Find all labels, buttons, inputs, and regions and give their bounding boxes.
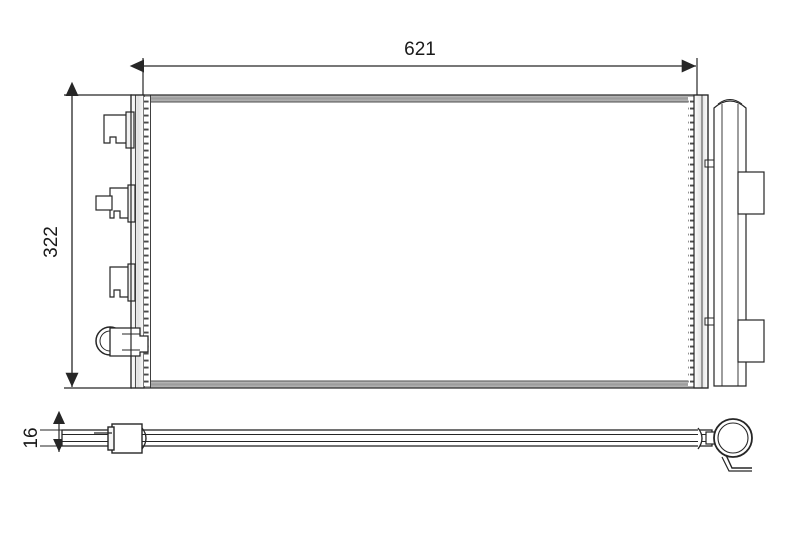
front-view xyxy=(95,94,765,389)
side-ring-fitting xyxy=(697,418,753,472)
lower-right-bracket xyxy=(737,319,765,363)
right-tank-body xyxy=(693,94,709,389)
core-bottom-header xyxy=(142,380,696,389)
side-ring-fitting-neck xyxy=(697,427,703,450)
core-background xyxy=(141,95,697,388)
inlet-port-ring xyxy=(95,326,149,357)
upper-left-bracket-body xyxy=(103,114,129,144)
upper-right-bracket xyxy=(737,171,765,215)
depth-dimension-label: 16 xyxy=(21,427,42,448)
upper-left-bracket-neck xyxy=(125,111,135,149)
upper-left-bracket xyxy=(103,111,135,149)
inlet-port-body xyxy=(109,327,149,357)
lower-mid-left-bracket-body xyxy=(109,266,131,298)
right-tank-clip-upper xyxy=(704,159,715,168)
width-dimension-label: 621 xyxy=(404,39,436,60)
side-block-fitting-curve xyxy=(141,427,147,450)
width-dimension xyxy=(129,58,698,100)
height-dimension xyxy=(64,81,132,389)
side-block-fitting-body xyxy=(111,423,143,454)
side-view-profile-bar xyxy=(61,429,713,447)
receiver-drier-cap xyxy=(717,99,743,105)
tube-core xyxy=(158,101,683,382)
mid-left-bracket-tab xyxy=(95,195,113,211)
side-view xyxy=(61,418,753,472)
side-ring-fitting-tail xyxy=(725,454,752,469)
side-block-fitting-flange xyxy=(107,426,115,451)
core-top-header xyxy=(142,94,696,103)
core-outline xyxy=(130,94,709,389)
side-ring-fitting-inner-circle xyxy=(717,422,749,454)
mid-left-bracket-body xyxy=(109,187,131,219)
side-block-fitting xyxy=(94,423,147,454)
right-tank-serration xyxy=(688,97,694,386)
right-tank-clip-lower xyxy=(704,317,715,326)
left-tank-serration xyxy=(144,97,150,386)
side-ring-fitting-tail-2 xyxy=(721,456,752,472)
height-dimension-label: 322 xyxy=(41,226,62,258)
